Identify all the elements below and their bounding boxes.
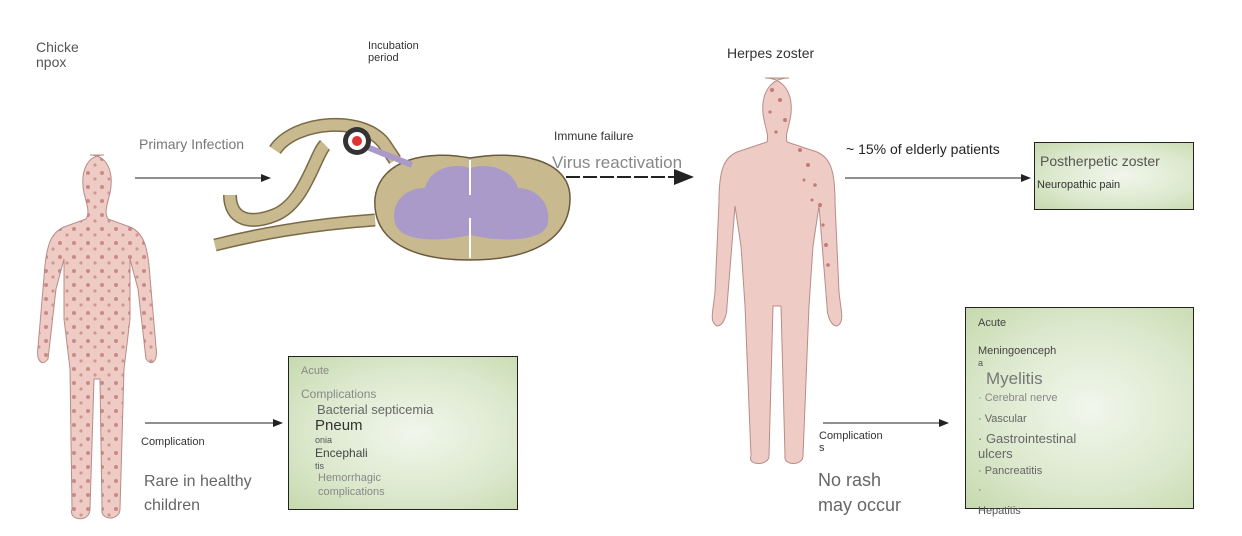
herpes-zoster-label: Herpes zoster <box>727 45 815 61</box>
item: a <box>978 358 984 368</box>
item: Meningoenceph <box>978 345 1057 357</box>
item: Bacterial septicemia <box>317 402 434 417</box>
child-complications-box: Acute Complications Bacterial septicemia… <box>288 356 518 510</box>
item: Pneum <box>315 417 363 434</box>
item: tis <box>315 461 324 471</box>
item: · Vascular <box>978 413 1027 425</box>
elderly-label: ~ 15% of elderly patients <box>846 141 1000 157</box>
phn-title: Postherpetic zoster <box>1040 153 1160 169</box>
item: onia <box>315 435 333 445</box>
item: · Cerebral nerve <box>978 392 1058 404</box>
item: · <box>978 484 982 496</box>
heading: Acute <box>301 365 330 377</box>
virus-reactivation-label: Virus reactivation <box>552 153 683 172</box>
item: ulcers <box>978 446 1013 461</box>
primary-infection-label: Primary Infection <box>139 136 245 152</box>
item: Hepatitis <box>978 505 1021 517</box>
item: Myelitis <box>986 369 1043 388</box>
heading: Acute <box>978 317 1007 329</box>
phn-subtitle: Neuropathic pain <box>1037 179 1121 191</box>
complication-left-label: Complication <box>141 436 205 448</box>
immune-failure-label: Immune failure <box>554 129 634 143</box>
item: · Pancreatitis <box>978 465 1043 477</box>
child-with-chickenpox-figure <box>37 154 157 520</box>
item: Hemorrhagic <box>318 472 381 484</box>
item: Encephali <box>315 446 368 460</box>
adult-with-herpes-zoster-figure <box>711 77 843 464</box>
heading: Complications <box>301 387 377 401</box>
postherpetic-box: Postherpetic zoster Neuropathic pain <box>1034 142 1194 210</box>
item: · Gastrointestinal <box>978 431 1077 446</box>
adult-complications-box: Acute Meningoenceph a Myelitis · Cerebra… <box>965 307 1194 517</box>
spinal-cord-cross-section <box>213 118 571 261</box>
item: complications <box>318 486 385 498</box>
